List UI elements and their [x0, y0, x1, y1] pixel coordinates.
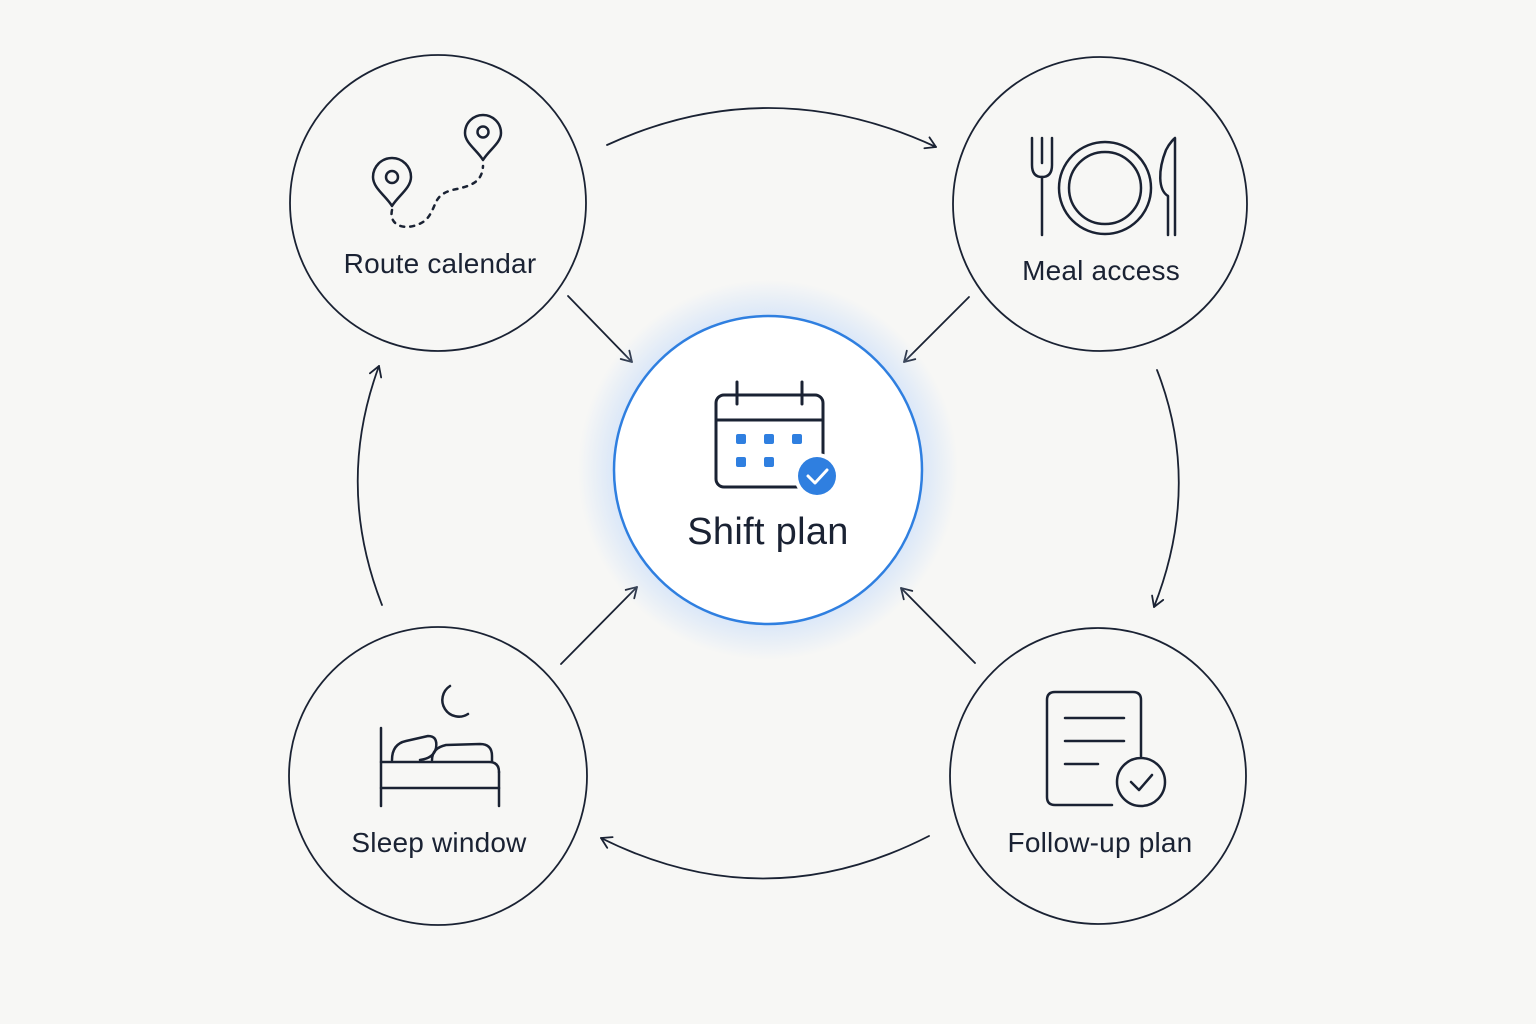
center-circle [612, 314, 924, 626]
document-check-icon [1045, 690, 1167, 808]
center-node [578, 280, 958, 660]
follow-up-plan-node [949, 627, 1247, 925]
arrow-meal-to-followup [1151, 369, 1180, 608]
route-pins-icon [371, 113, 503, 229]
sleep-window-node [288, 626, 588, 926]
center-label: Shift plan [687, 511, 849, 553]
plate-cutlery-icon [1030, 136, 1177, 237]
arrow-followup-to-sleep [600, 835, 930, 880]
arrow-route-to-meal [606, 107, 937, 150]
meal-access-circle [952, 56, 1248, 352]
sleep-window-label: Sleep window [351, 827, 527, 858]
follow-up-plan-label: Follow-up plan [1007, 827, 1193, 858]
follow-up-plan-circle [949, 627, 1247, 925]
arrow-followup-to-center [900, 587, 976, 664]
route-calendar-label: Route calendar [343, 248, 537, 279]
meal-access-node [952, 56, 1248, 352]
arrow-sleep-to-route [356, 365, 383, 606]
sleep-window-circle [288, 626, 588, 926]
calendar-check-icon [714, 380, 840, 499]
route-calendar-node [289, 54, 587, 352]
route-calendar-circle [289, 54, 587, 352]
arrow-sleep-to-center [560, 586, 638, 665]
bed-moon-icon [379, 684, 501, 808]
meal-access-label: Meal access [1022, 255, 1180, 286]
